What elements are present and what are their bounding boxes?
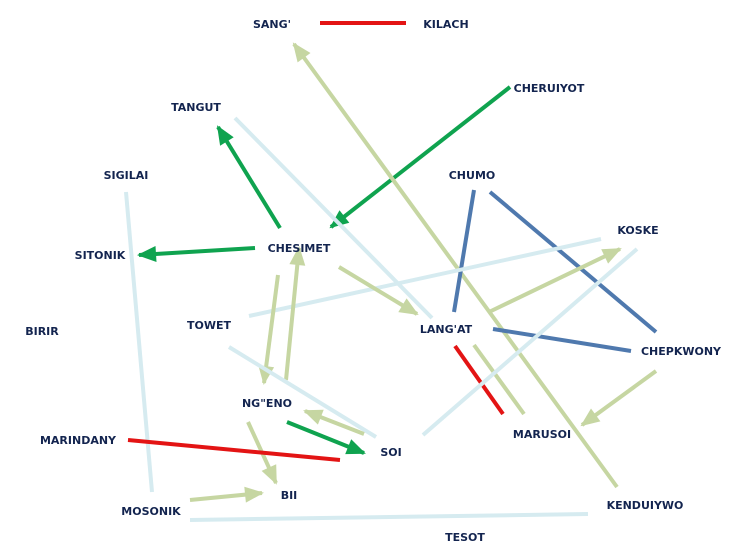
node-label-birir: BIRIR [25,325,59,338]
node-label-chepkwony: CHEPKWONY [641,345,722,358]
node-label-marusoi: MARUSOI [513,428,571,441]
node-label-sitonik: SITONIK [75,249,126,262]
edge-tangut-to-langat [233,116,434,320]
node-label-kenduiywo: KENDUIYWO [607,499,684,512]
edge-langat-to-chepkwony [492,327,632,353]
node-label-sigilai: SIGILAI [104,169,149,182]
arrowhead-chesimet-to-langat [398,298,419,315]
nodes-layer: SANG' KILACH CHERUIYOT TANGUT SIGILAI CHUMO KO… [25,18,722,544]
node-label-marindany: MARINDANY [40,434,117,447]
edge-chumo-to-chepkwony [488,190,658,334]
node-label-ngeno: NG"ENO [242,397,292,410]
arrowhead-chesimet-to-sitonik [137,246,157,262]
arrowhead-cheruiyot-to-chesimet [329,210,350,229]
arrowhead-chesimet-to-tangut [217,125,234,146]
edge-langat-to-marusoi [472,343,526,416]
edge-cheruiyot-to-chesimet [329,85,512,229]
node-label-soi: SOI [380,446,401,459]
node-label-koske: KOSKE [617,224,658,237]
arrowhead-ngeno-to-soi [345,439,366,455]
node-label-chumo: CHUMO [449,169,496,182]
edge-chesimet-to-ngeno [262,274,280,384]
node-label-langat: LANG'AT [420,323,473,336]
node-label-sang: SANG' [253,18,291,31]
arrowhead-chepkwony-to-marusoi [580,408,601,427]
edges-layer [124,21,658,522]
edge-chumo-to-langat [452,189,476,313]
edge-towet-to-koske [248,237,602,318]
node-label-kilach: KILACH [423,18,468,31]
edge-langat-to-marusoi [453,344,505,416]
node-label-tangut: TANGUT [171,101,221,114]
arrowhead-ngeno-to-bii [261,464,277,485]
edge-marindany-to-soi [127,438,341,462]
edge-langat-to-koske [488,247,621,314]
edge-towet-to-soi [227,345,378,439]
node-label-mosonik: MOSONIK [121,505,181,518]
arrowhead-mosonik-to-bii [244,486,264,503]
arrowhead-kenduiywo-to-sang [292,42,311,63]
edge-sigilai-to-mosonik [124,191,154,493]
node-label-tesot: TESOT [445,531,485,544]
edge-chesimet-to-sitonik [138,246,256,257]
node-label-bii: BII [281,489,298,502]
edge-soi-to-koske [421,247,639,437]
edge-mosonik-to-tesot [189,512,589,522]
node-label-towet: TOWET [187,319,232,332]
arrowhead-ngeno-to-chesimet [289,246,306,266]
edge-chesimet-to-tangut [216,125,282,230]
edge-kenduiywo-to-sang [292,42,619,489]
node-label-chesimet: CHESIMET [268,242,331,255]
arrowhead-langat-to-koske [601,248,622,264]
arrowhead-soi-to-ngeno [303,409,324,425]
edge-ngeno-to-chesimet [284,247,301,381]
node-label-cheruiyot: CHERUIYOT [514,82,585,95]
